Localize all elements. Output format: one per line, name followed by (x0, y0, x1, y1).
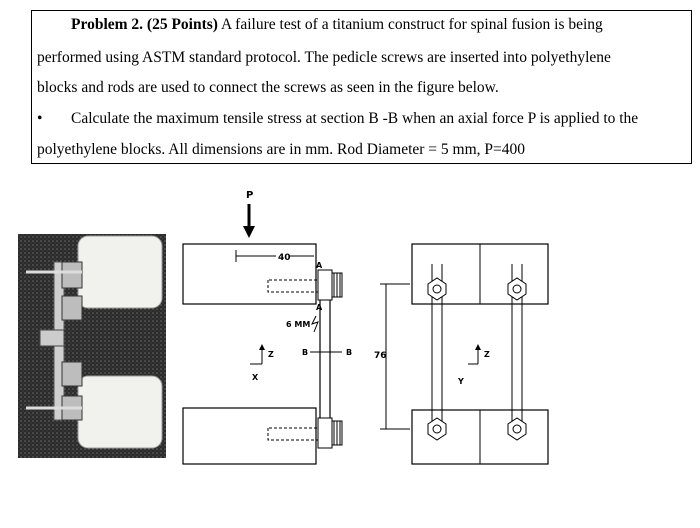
problem-line-4: Calculate the maximum tensile stress at … (71, 110, 639, 127)
construct-figure: P 40 A A 6 MM (18, 190, 549, 465)
axis-z-right: Z (484, 350, 490, 359)
axis-x: X (252, 373, 259, 382)
dim-76-label: 76 (374, 351, 387, 361)
dimension-6mm: 6 MM (286, 315, 319, 333)
bullet-marker: • (37, 110, 43, 127)
load-label-p: P (246, 190, 253, 201)
problem-line-5: polyethylene blocks. All dimensions are … (37, 141, 526, 158)
problem-heading: Problem 2. (25 Points) (71, 16, 218, 33)
dim-40-label: 40 (278, 253, 291, 263)
axes-xz: Z X (250, 344, 274, 382)
load-arrow-p: P (243, 190, 255, 238)
problem-line-2: performed using ASTM standard protocol. … (37, 49, 611, 66)
problem-line-3: blocks and rods are used to connect the … (37, 79, 499, 96)
dim-6mm-label: 6 MM (286, 320, 310, 329)
setup-photo (18, 234, 166, 458)
dimension-40: 40 (235, 250, 314, 263)
rod-side-view (319, 300, 331, 418)
section-b-right: B (346, 348, 352, 357)
problem-statement-box (31, 10, 692, 164)
axis-y: Y (457, 377, 464, 386)
label-a-top: A (316, 261, 323, 270)
front-view: 76 Z Y (374, 243, 549, 465)
section-b-left: B (302, 348, 308, 357)
upper-block-side-view (182, 243, 317, 305)
axis-z-left: Z (268, 350, 274, 359)
lower-screw-side-view (267, 417, 343, 449)
section-b-b: B B (302, 348, 352, 357)
problem-line-1-text: A failure test of a titanium construct f… (217, 16, 603, 33)
lower-block-side-view (182, 407, 317, 465)
problem-line-1: Problem 2. (25 Points) A failure test of… (71, 16, 603, 34)
